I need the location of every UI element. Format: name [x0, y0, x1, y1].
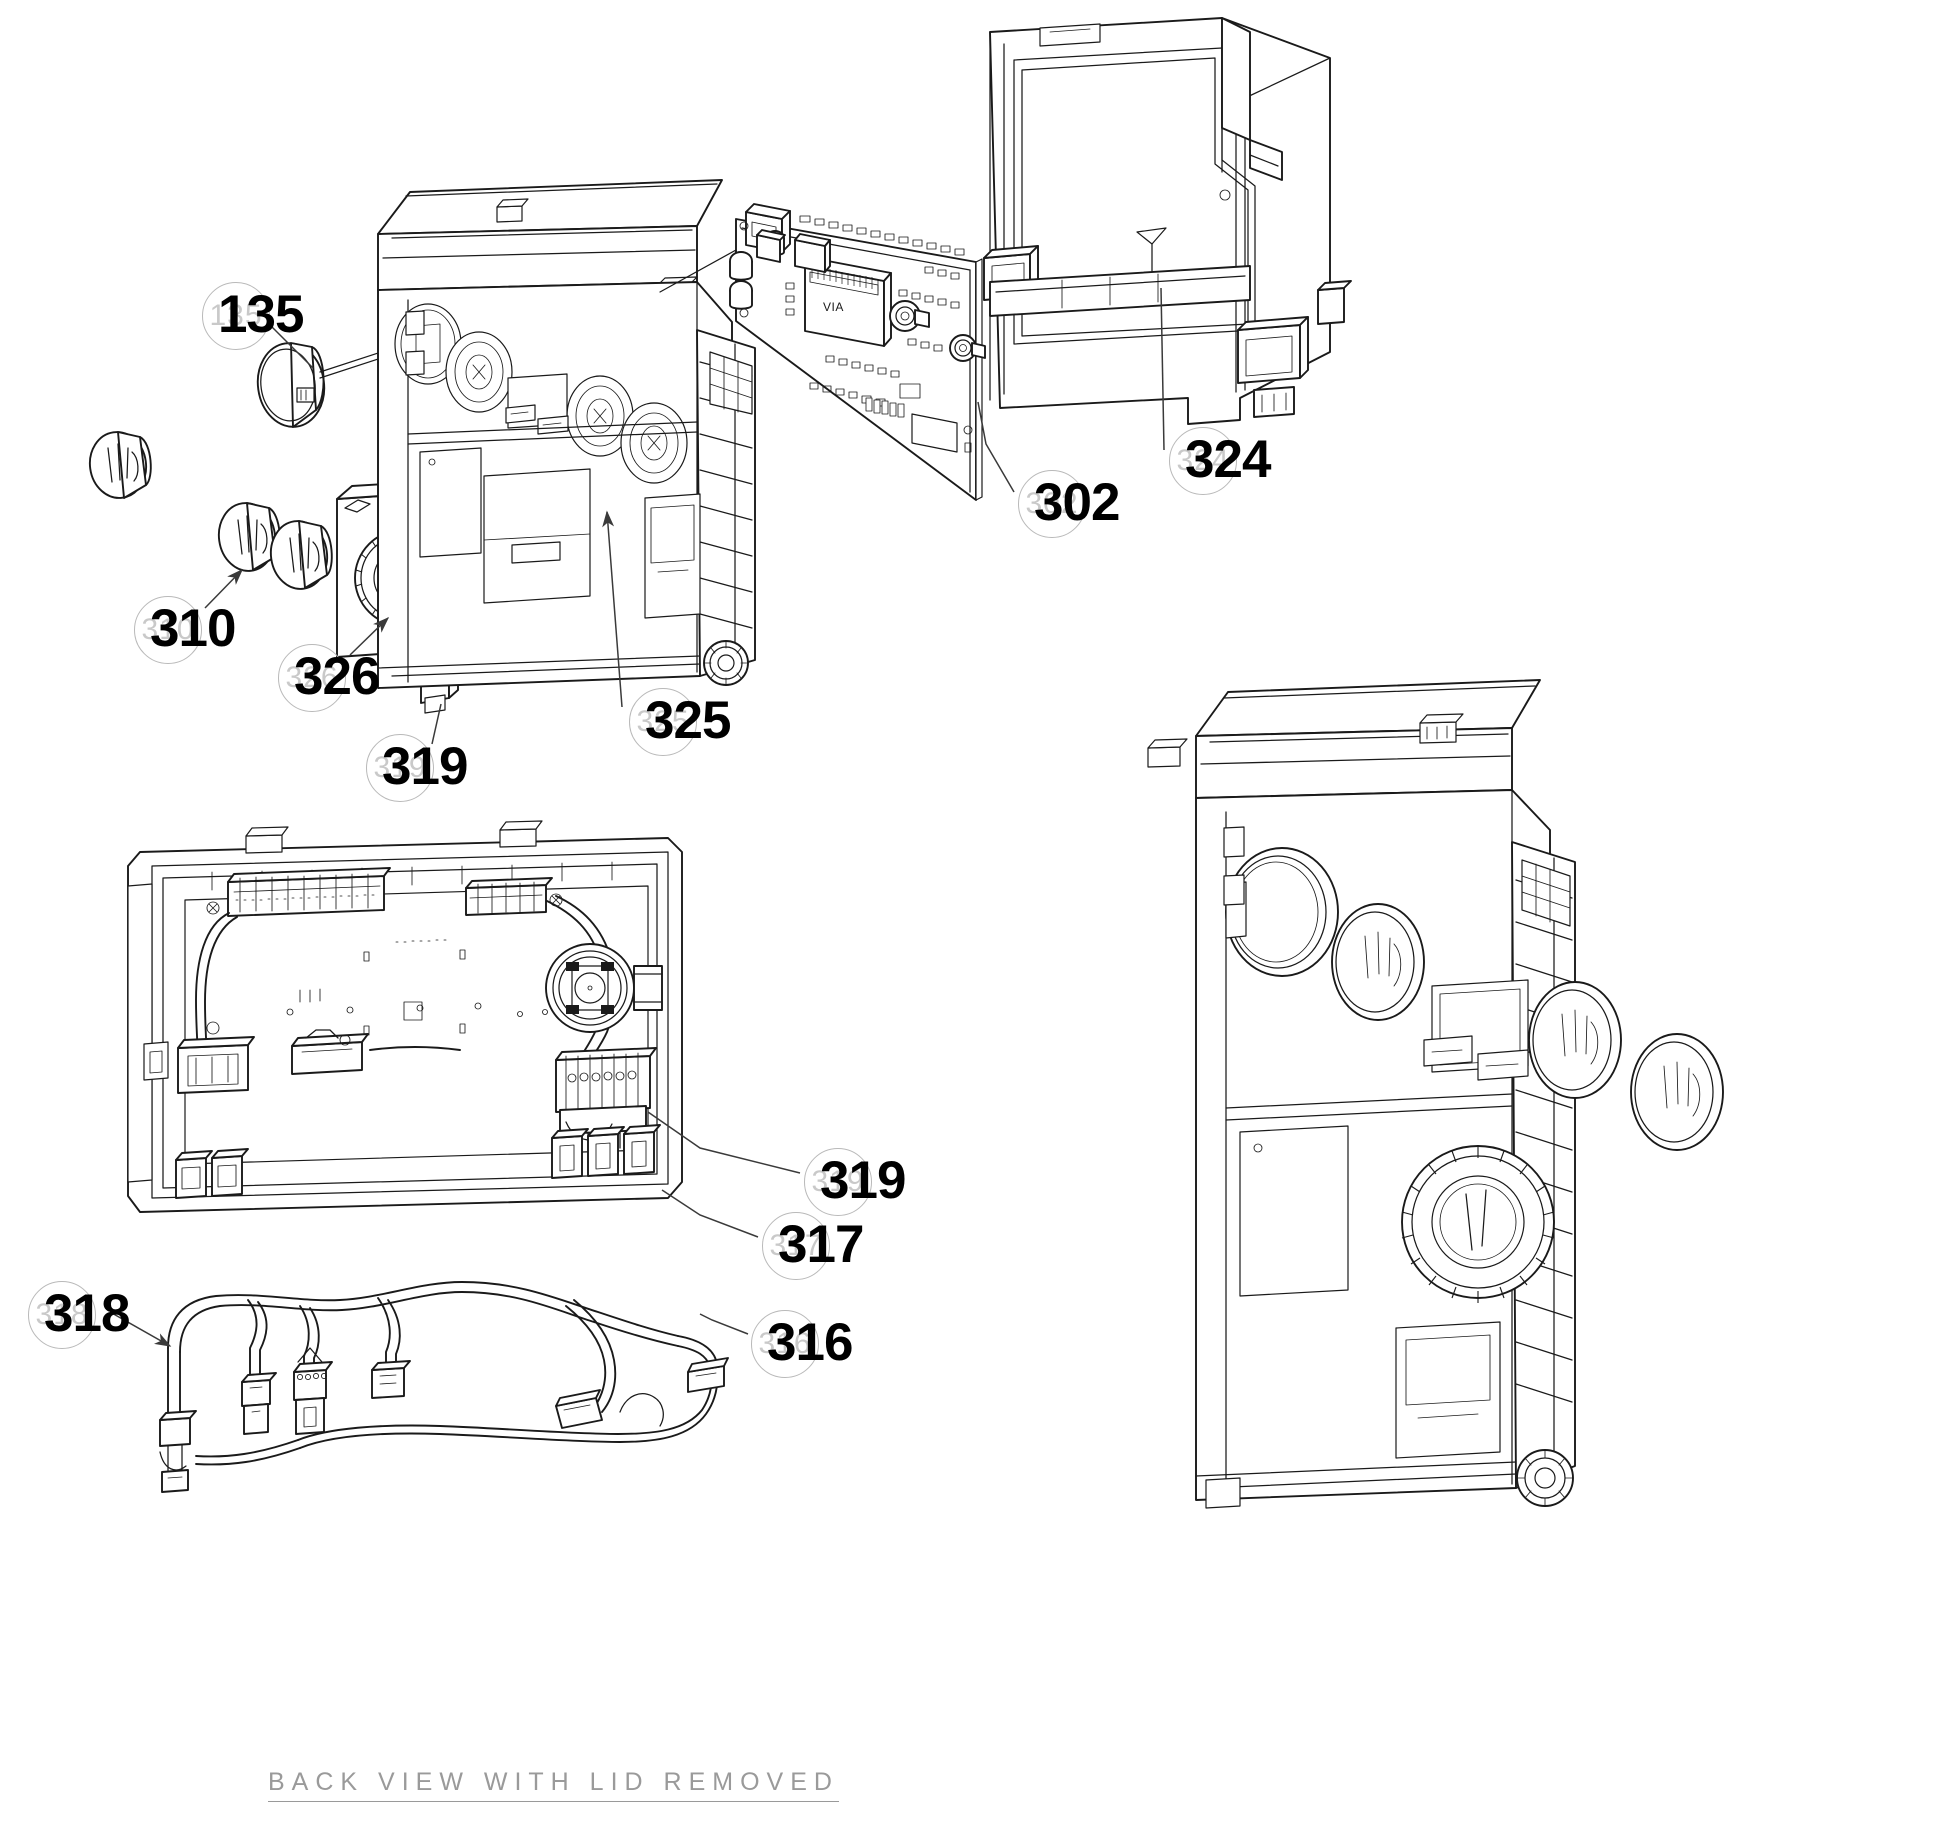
- leader-326: [349, 616, 390, 656]
- callout-bubble: 318: [28, 1281, 96, 1349]
- callout-bubble: 319: [366, 734, 434, 802]
- knob-310-left-part: [217, 502, 281, 572]
- leader-319b: [647, 1111, 801, 1174]
- view-caption-back-view: BACK VIEW WITH LID REMOVED: [268, 1768, 839, 1802]
- callout-number: 319: [820, 1151, 906, 1210]
- callout-bubble: 302: [1018, 470, 1086, 538]
- leader-302: [977, 401, 1015, 493]
- callout-number: 324: [1185, 430, 1271, 489]
- ribbon-connector-bank: [227, 867, 391, 917]
- installed-timer-dial: [1401, 1145, 1555, 1303]
- assembled-control-panel: [1147, 679, 1724, 1509]
- bottom-connectors: [175, 1124, 661, 1199]
- leader-316: [699, 1313, 749, 1335]
- main-control-board-302-part: VIA: [659, 203, 986, 501]
- terminal-block-left: [177, 1036, 255, 1094]
- callout-bubble: 325: [629, 688, 697, 756]
- callout-number: 316: [767, 1313, 853, 1372]
- mid-component: [291, 1029, 369, 1075]
- leader-324: [1160, 287, 1165, 451]
- back-view-assembly: [127, 820, 683, 1213]
- callout-number: 302: [1034, 473, 1120, 532]
- callout-number: 325: [645, 691, 731, 750]
- leader-325: [602, 510, 623, 708]
- callout-number: 318: [44, 1284, 130, 1343]
- leader-310: [204, 568, 244, 609]
- callout-bubble: 317: [762, 1212, 830, 1280]
- callout-bubble: 326: [278, 644, 346, 712]
- callout-bubble: 316: [751, 1310, 819, 1378]
- callout-bubble: 135: [202, 282, 270, 350]
- callout-number: 310: [150, 599, 236, 658]
- callout-bubble: 310: [134, 596, 202, 664]
- rear-lid-cover-324-part: [983, 17, 1352, 425]
- leader-lines: [109, 287, 1165, 1347]
- transformer-coil: [545, 943, 663, 1033]
- callout-number: 135: [218, 285, 304, 344]
- leader-317: [661, 1189, 759, 1238]
- knob-310-right-part: [269, 520, 333, 590]
- via-chip: VIA: [804, 257, 892, 347]
- leader-319a: [431, 703, 442, 745]
- wiring-harness-318: [159, 1281, 729, 1493]
- callout-bubble: 319: [804, 1148, 872, 1216]
- svg-text:VIA: VIA: [823, 300, 844, 314]
- callout-number: 326: [294, 647, 380, 706]
- leader-318: [109, 1311, 172, 1347]
- callout-number: 317: [778, 1215, 864, 1274]
- callout-number: 319: [382, 737, 468, 796]
- knob-spare-part: [88, 431, 152, 499]
- installed-knobs: [1225, 847, 1724, 1151]
- right-connector-block: [465, 877, 553, 916]
- leader-135: [269, 324, 314, 369]
- control-panel-front-325-part: [377, 179, 756, 689]
- callout-bubble: 324: [1169, 427, 1237, 495]
